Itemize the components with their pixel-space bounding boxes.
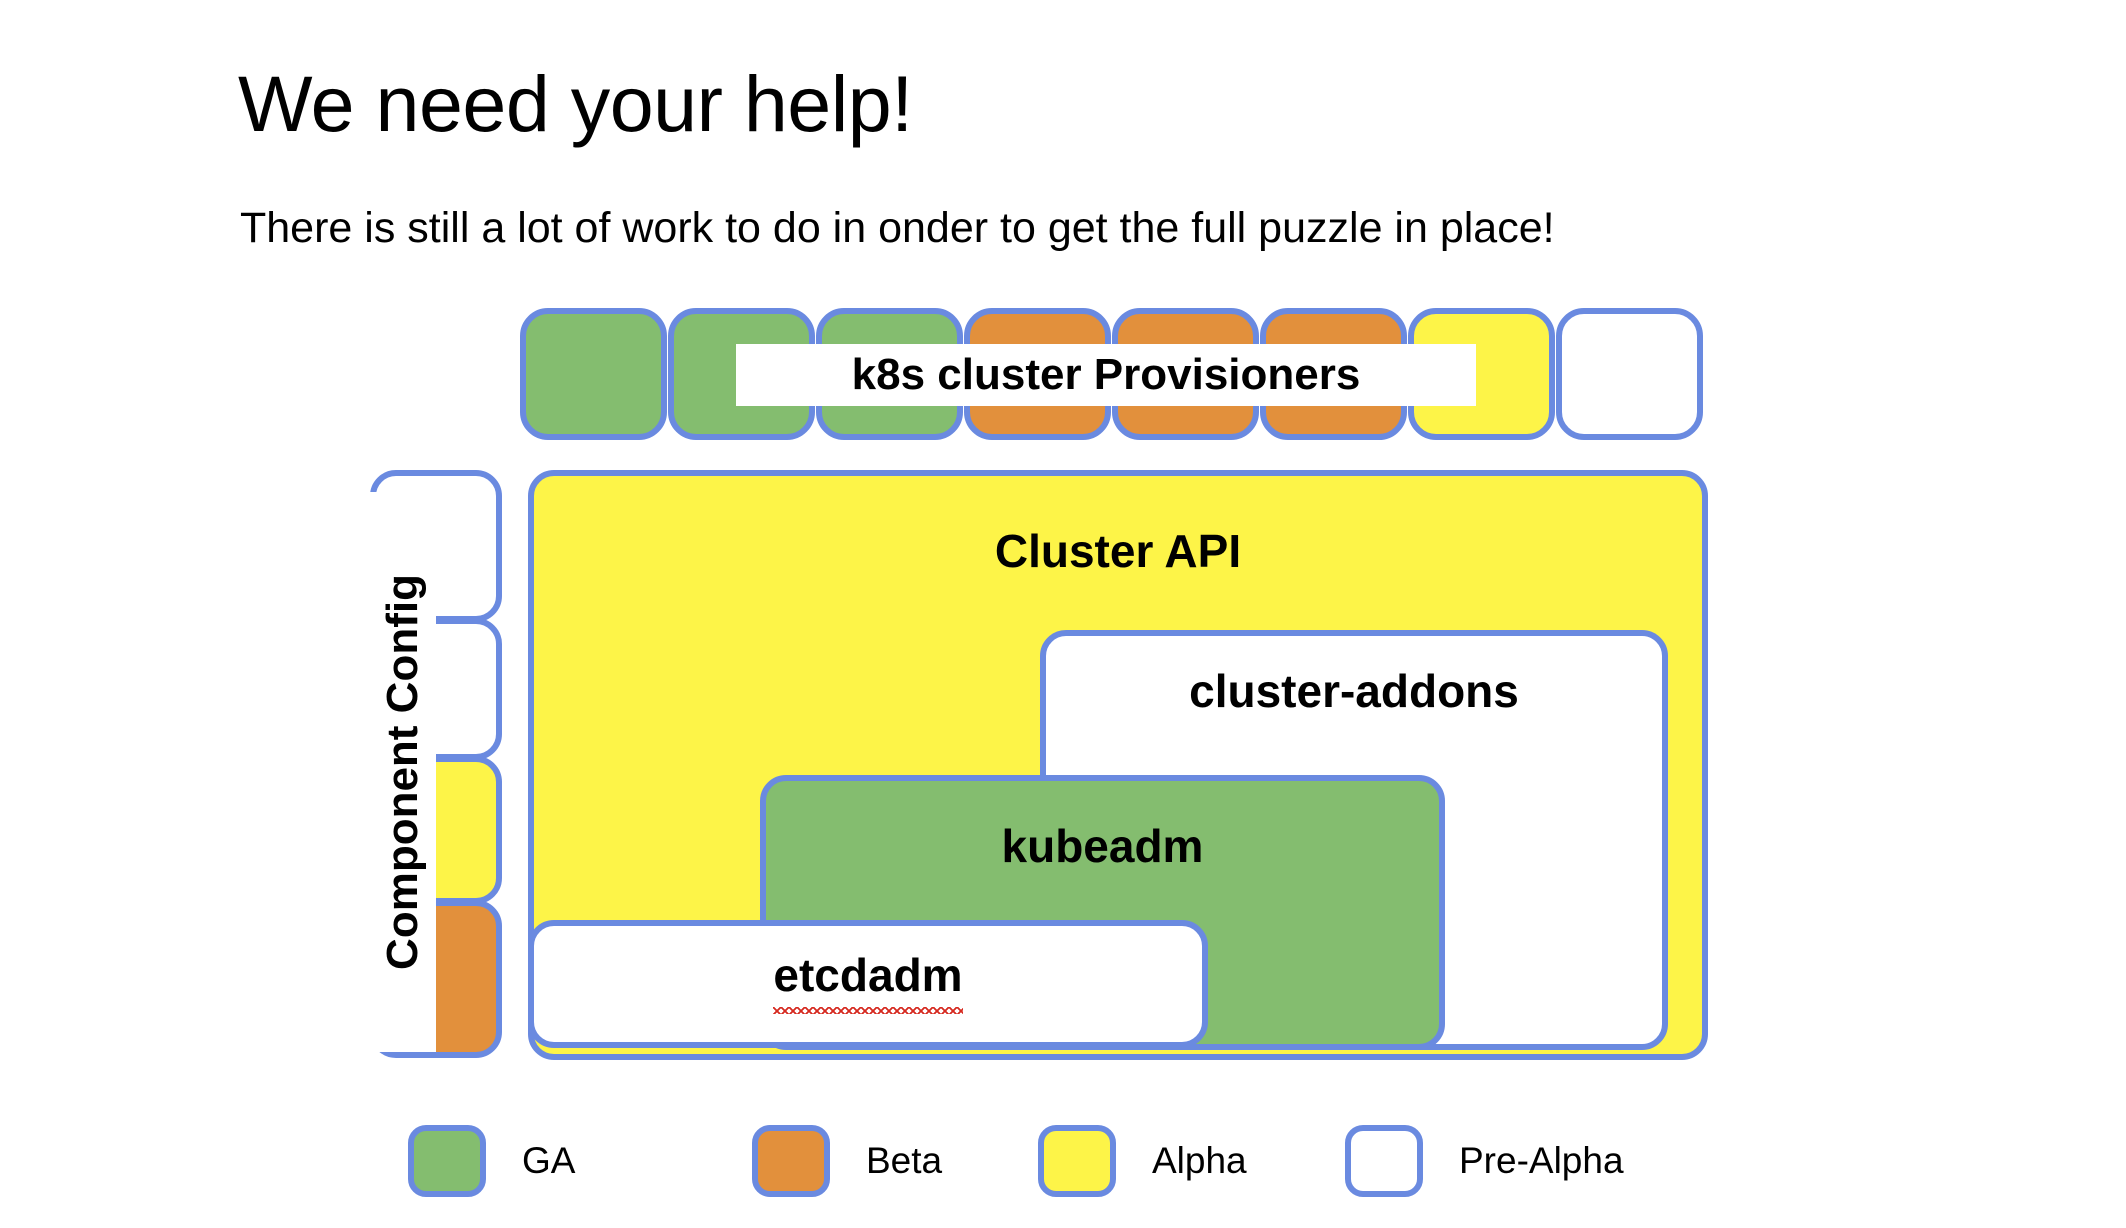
page-subtitle: There is still a lot of work to do in on… [240,204,1555,252]
page-title: We need your help! [238,58,913,148]
legend: GA Beta Alpha Pre-Alpha [0,1125,2126,1205]
legend-swatch-ga [408,1125,486,1197]
legend-swatch-beta [752,1125,830,1197]
provisioner-row-label: k8s cluster Provisioners [736,344,1476,406]
cluster-addons-label: cluster-addons [1189,665,1519,717]
legend-swatch-alpha [1038,1125,1116,1197]
etcdadm-box[interactable]: etcdadm [528,920,1208,1048]
legend-label-beta: Beta [866,1140,943,1181]
provisioner-box-1[interactable] [520,308,667,440]
provisioner-row [520,308,1705,440]
etcdadm-label-text: etcdadm [773,949,963,1014]
legend-swatch-prealpha [1345,1125,1423,1197]
legend-item-ga: GA [408,1125,575,1197]
component-config-label-text: Component Config [378,574,428,970]
provisioner-box-8[interactable] [1556,308,1703,440]
legend-item-alpha: Alpha [1038,1125,1247,1197]
cluster-api-label: Cluster API [994,525,1242,577]
etcdadm-label: etcdadm [534,948,1202,1014]
legend-label-ga: GA [522,1140,576,1181]
component-config-label: Component Config [370,492,436,1052]
legend-label-alpha: Alpha [1152,1140,1247,1181]
kubeadm-label: kubeadm [1001,820,1204,872]
legend-item-beta: Beta [752,1125,942,1197]
legend-item-prealpha: Pre-Alpha [1345,1125,1624,1197]
legend-label-prealpha: Pre-Alpha [1459,1140,1624,1181]
